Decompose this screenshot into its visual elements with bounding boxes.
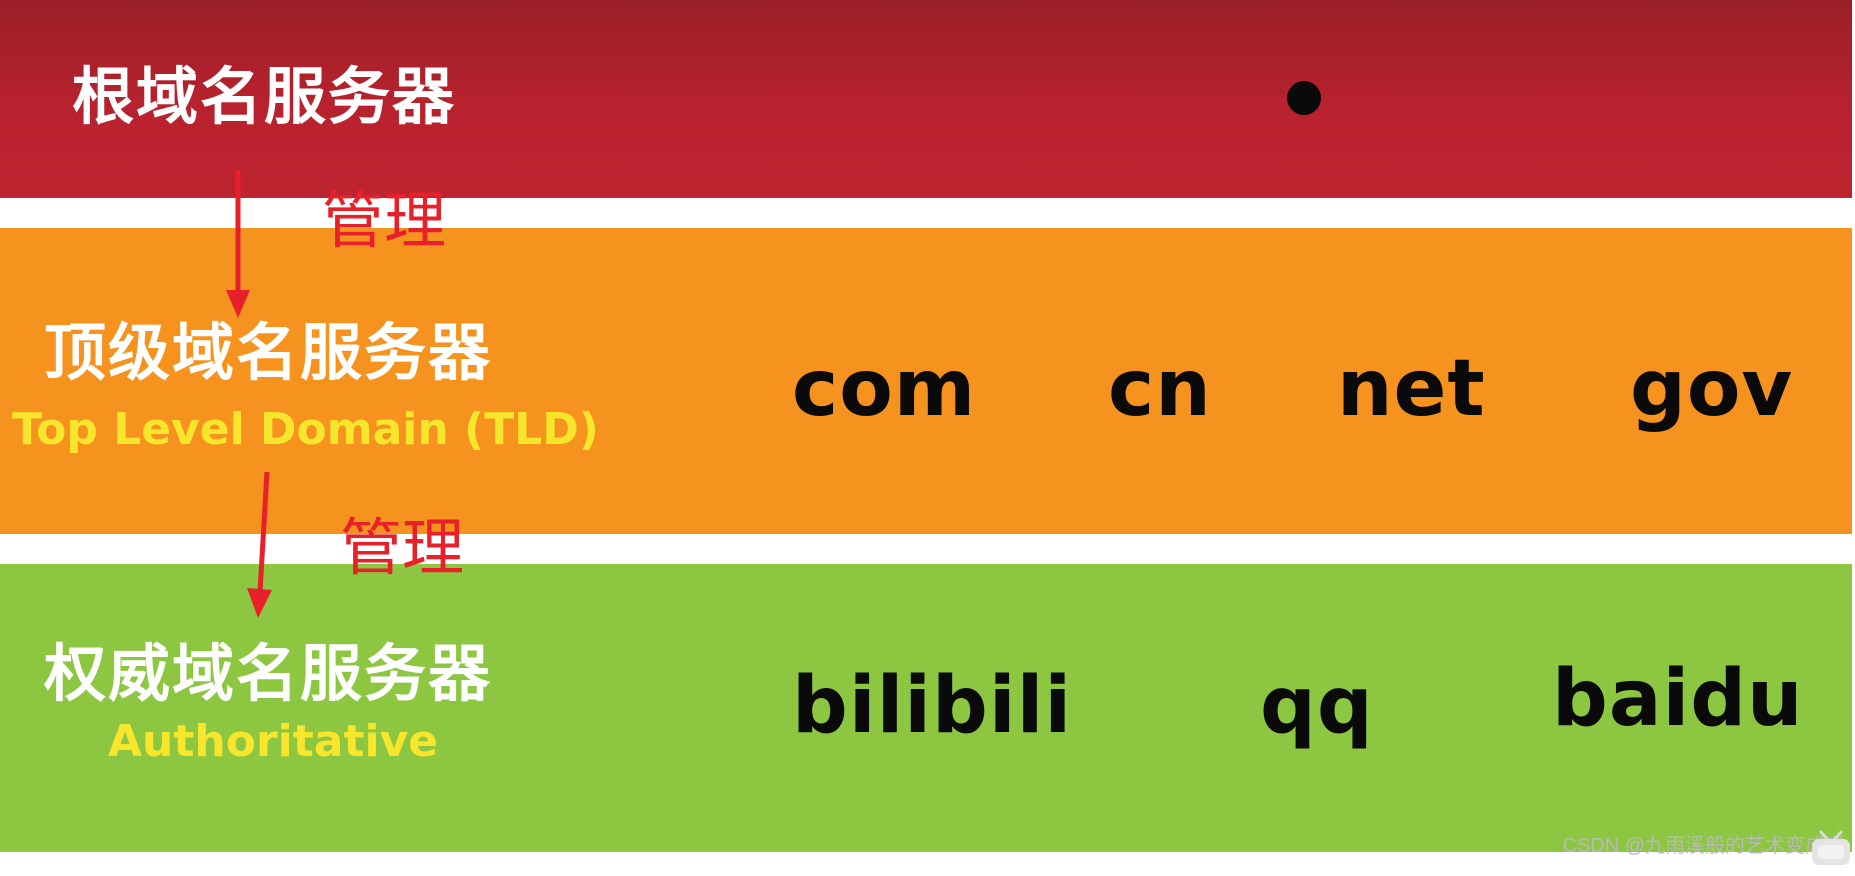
tld-domain-cn: cn <box>1108 344 1212 434</box>
tld-server-title: 顶级域名服务器 <box>44 316 493 389</box>
tld-server-band <box>0 228 1852 534</box>
auth-domain-qq: qq <box>1260 661 1374 751</box>
bilibili-tv-icon <box>1812 830 1850 865</box>
csdn-watermark: CSDN @九雨溪般的艺术变成者 <box>1562 835 1845 857</box>
root-server-title: 根域名服务器 <box>72 60 457 133</box>
tld-domain-net: net <box>1337 344 1486 434</box>
authoritative-server-subtitle: Authoritative <box>108 716 439 767</box>
auth-domain-baidu: baidu <box>1552 654 1804 744</box>
root-server-band <box>0 0 1852 198</box>
root-dot <box>1287 81 1321 115</box>
tld-server-subtitle: Top Level Domain (TLD) <box>12 404 599 455</box>
manage-label-tld-to-auth: 管理 <box>340 511 465 584</box>
tld-domain-gov: gov <box>1630 344 1794 434</box>
authoritative-server-title: 权威域名服务器 <box>44 637 493 710</box>
tld-domain-com: com <box>792 344 977 434</box>
manage-label-root-to-tld: 管理 <box>322 184 447 257</box>
authoritative-server-band <box>0 564 1852 852</box>
auth-domain-bilibili: bilibili <box>792 661 1073 751</box>
